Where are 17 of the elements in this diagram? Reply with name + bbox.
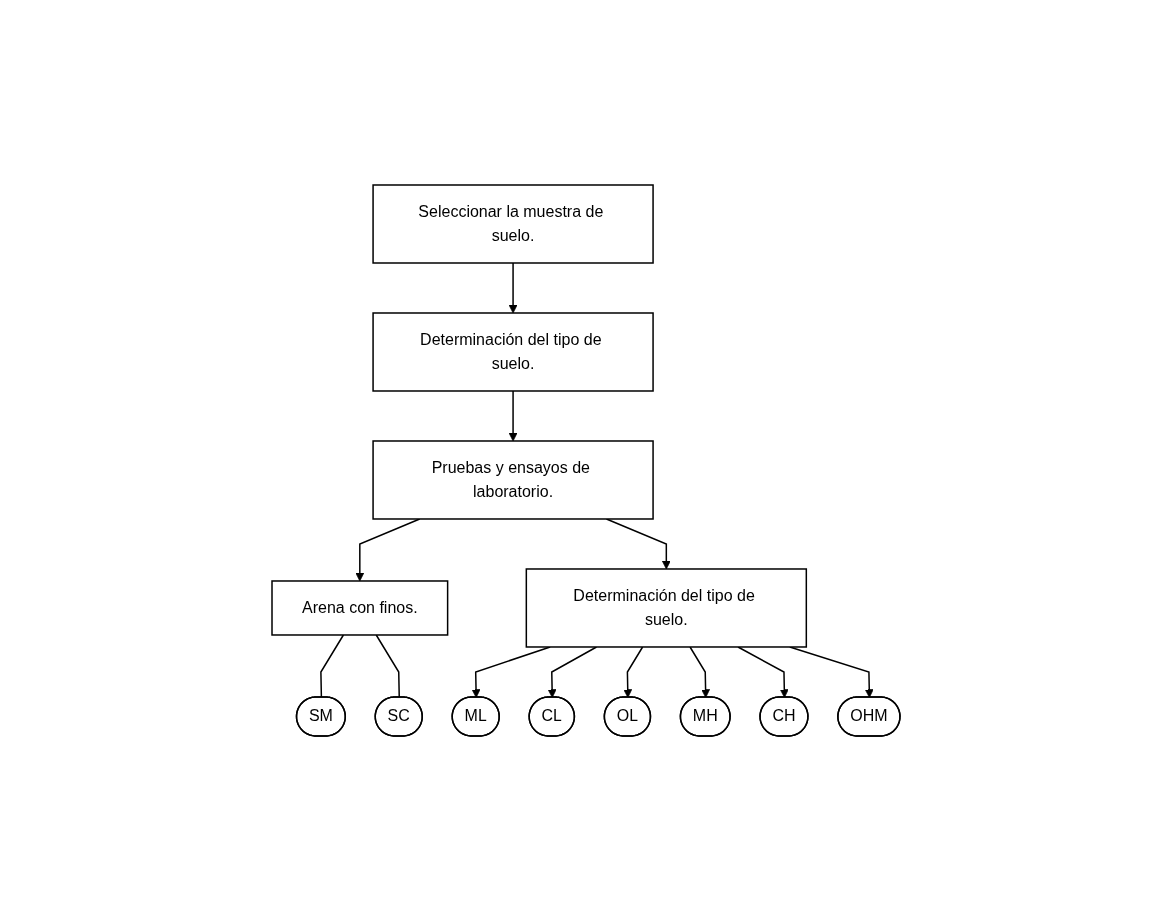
node-box: Determinación del tipo de suelo.	[372, 311, 654, 392]
arrow	[605, 517, 671, 569]
arrow	[355, 517, 421, 581]
node-box: Arena con finos.	[271, 579, 449, 636]
arrow	[547, 645, 598, 698]
connector	[375, 633, 400, 698]
arrow	[508, 389, 518, 441]
node-box: Seleccionar la muestra de suelo.	[372, 183, 654, 264]
connector	[320, 633, 345, 698]
arrow	[623, 645, 644, 698]
arrow	[737, 645, 789, 698]
node-box: Determinación del tipo de suelo.	[525, 567, 808, 648]
node-box: Pruebas y ensayos de laboratorio.	[372, 439, 654, 520]
arrow	[689, 645, 710, 698]
arrow	[471, 645, 551, 698]
arrow	[508, 261, 518, 313]
arrow	[789, 645, 874, 698]
